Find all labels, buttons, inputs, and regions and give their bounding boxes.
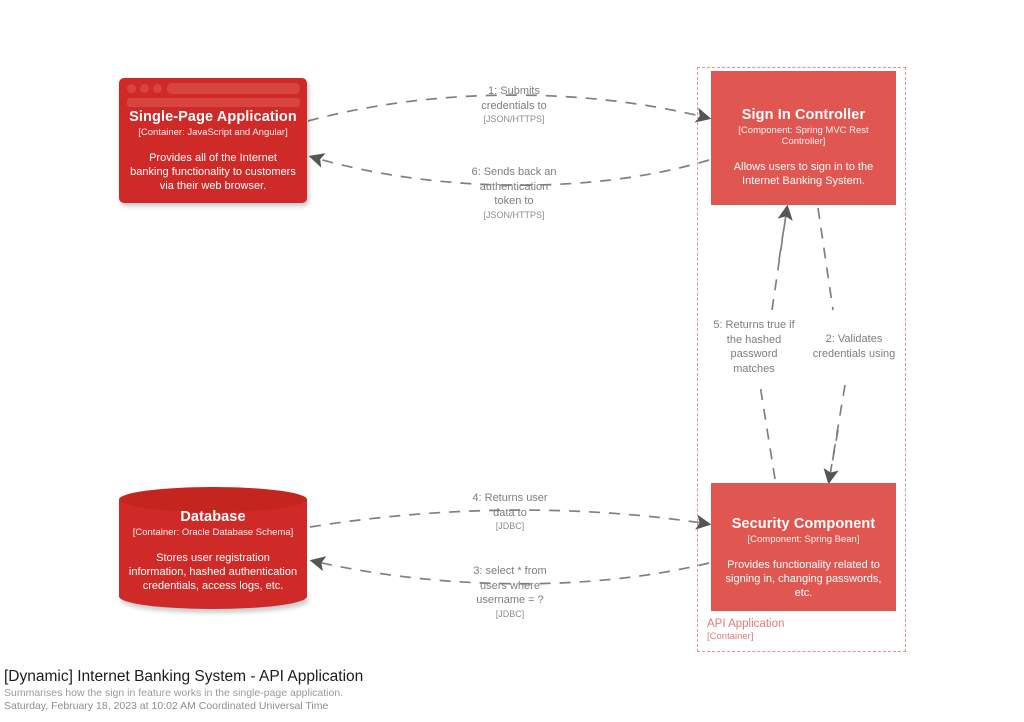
relationship-label-5-line2: the hashed bbox=[726, 333, 782, 346]
browser-address-bar-icon bbox=[167, 83, 300, 94]
relationship-label-1-line2: credentials to bbox=[481, 99, 547, 112]
node-security-component[interactable]: Security Component [Component: Spring Be… bbox=[711, 483, 896, 611]
relationship-label-2-line2: credentials using bbox=[812, 347, 896, 360]
relationship-label-4: 4: Returns user data to [JDBC] bbox=[450, 491, 570, 532]
node-single-page-application[interactable]: Single-Page Application [Container: Java… bbox=[119, 78, 307, 203]
node-description: Provides functionality related to signin… bbox=[725, 559, 882, 599]
relationship-tech-3: [JDBC] bbox=[495, 608, 525, 619]
cylinder-body bbox=[119, 499, 307, 597]
relationship-label-4-line2: data to bbox=[493, 506, 527, 519]
node-description: Allows users to sign in to the Internet … bbox=[733, 161, 874, 187]
relationship-label-3: 3: select * from users where username = … bbox=[450, 564, 570, 620]
relationship-label-6-line2: authentication bbox=[479, 180, 549, 193]
node-sign-in-controller[interactable]: Sign In Controller [Component: Spring MV… bbox=[711, 71, 896, 205]
node-body: Security Component [Component: Spring Be… bbox=[711, 516, 896, 600]
relationship-label-5-line1: 5: Returns true if bbox=[713, 319, 795, 331]
relationship-tech-4: [JDBC] bbox=[495, 521, 525, 531]
relationship-label-6-line1: 6: Sends back an bbox=[471, 166, 557, 178]
boundary-api-application: API Application [Container] bbox=[697, 67, 906, 652]
relationship-label-5-line3: password bbox=[730, 348, 778, 360]
node-description: Provides all of the Internet banking fun… bbox=[130, 152, 296, 192]
relationship-label-5-line4: matches bbox=[733, 362, 775, 375]
node-body: Single-Page Application [Container: Java… bbox=[119, 109, 307, 193]
browser-dot-icon bbox=[127, 84, 136, 93]
node-title: Database bbox=[180, 509, 246, 525]
diagram-caption: [Dynamic] Internet Banking System - API … bbox=[4, 667, 644, 713]
boundary-tech: [Container] bbox=[707, 631, 754, 642]
node-title: Single-Page Application bbox=[129, 109, 297, 125]
relationship-tech-6: [JSON/HTTPS] bbox=[483, 209, 545, 220]
relationship-label-6: 6: Sends back an authentication token to… bbox=[452, 165, 576, 221]
browser-chrome bbox=[119, 78, 307, 107]
node-title: Security Component bbox=[731, 516, 876, 532]
diagram-timestamp: Saturday, February 18, 2023 at 10:02 AM … bbox=[4, 700, 329, 712]
node-tech: [Container: Oracle Database Schema] bbox=[132, 527, 294, 538]
relationship-label-6-line3: token to bbox=[494, 195, 534, 207]
node-title: Sign In Controller bbox=[741, 107, 866, 123]
relationship-label-1: 1: Submits credentials to [JSON/HTTPS] bbox=[452, 84, 576, 125]
browser-dot-icon bbox=[153, 84, 162, 93]
diagram-title: [Dynamic] Internet Banking System - API … bbox=[4, 668, 364, 685]
relationship-label-3-line1: 3: select * from bbox=[473, 565, 547, 577]
relationship-label-1-line1: 1: Submits bbox=[488, 85, 540, 97]
relationship-label-3-line3: username = ? bbox=[476, 594, 544, 606]
relationship-label-2: 2: Validates credentials using bbox=[804, 332, 904, 361]
relationship-label-4-line1: 4: Returns user bbox=[472, 492, 548, 504]
browser-tab-bar-icon bbox=[127, 98, 300, 107]
node-description: Stores user registration information, ha… bbox=[128, 552, 298, 592]
node-body: Database [Container: Oracle Database Sch… bbox=[119, 509, 307, 593]
boundary-name: API Application bbox=[707, 618, 785, 630]
boundary-label: API Application [Container] bbox=[707, 617, 784, 643]
node-tech: [Component: Spring MVC Rest Controller] bbox=[738, 125, 869, 147]
diagram-subtitle: Summarises how the sign in feature works… bbox=[4, 687, 344, 699]
node-database[interactable]: Database [Container: Oracle Database Sch… bbox=[119, 487, 307, 609]
relationship-label-5: 5: Returns true if the hashed password m… bbox=[708, 318, 800, 376]
cylinder-top bbox=[119, 487, 307, 512]
node-body: Sign In Controller [Component: Spring MV… bbox=[711, 107, 896, 188]
relationship-tech-1: [JSON/HTTPS] bbox=[483, 114, 545, 124]
node-tech: [Container: JavaScript and Angular] bbox=[138, 127, 288, 138]
relationship-label-2-line1: 2: Validates bbox=[825, 333, 883, 345]
node-tech: [Component: Spring Bean] bbox=[747, 534, 860, 545]
relationship-label-3-line2: users where bbox=[480, 579, 540, 592]
browser-dot-icon bbox=[140, 84, 149, 93]
